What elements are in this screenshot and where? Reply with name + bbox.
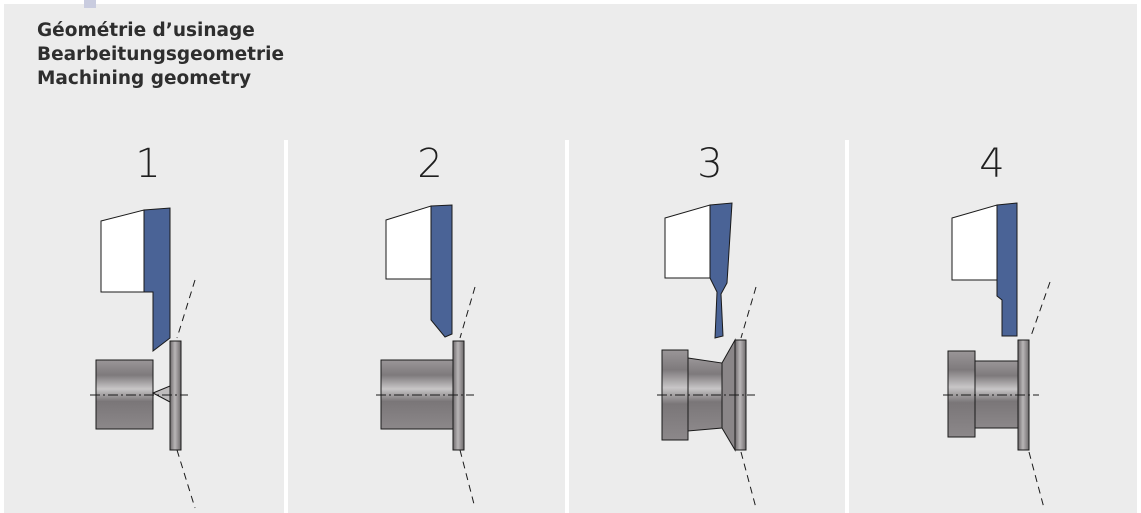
figure-titles: Géométrie d’usinage Bearbeitungsgeometri… xyxy=(37,19,284,91)
machining-illustration xyxy=(376,204,476,509)
step-number: 2 xyxy=(417,141,443,187)
title-german: Bearbeitungsgeometrie xyxy=(37,44,285,65)
tool-holder xyxy=(664,204,711,279)
machining-illustration xyxy=(657,202,757,509)
step-panel-1: 1 xyxy=(0,0,260,513)
panel-divider xyxy=(845,140,849,513)
step-panel-4: 4 xyxy=(845,0,1105,513)
machining-illustration xyxy=(943,202,1051,509)
cutting-insert xyxy=(996,202,1018,337)
panel-divider xyxy=(565,140,569,513)
title-english: Machining geometry xyxy=(37,68,252,89)
step-panel-2: 2 xyxy=(284,0,544,513)
tool-holder xyxy=(951,204,998,281)
step-panel-3: 3 xyxy=(565,0,825,513)
reference-lines xyxy=(90,279,196,509)
tool-holder xyxy=(100,209,145,293)
panel-divider xyxy=(284,140,288,513)
reference-lines xyxy=(376,286,476,509)
machining-illustration xyxy=(90,207,196,509)
step-number: 4 xyxy=(979,141,1005,187)
title-french: Géométrie d’usinage xyxy=(37,20,255,41)
step-number: 3 xyxy=(697,141,723,187)
step-number: 1 xyxy=(135,141,161,187)
reference-lines xyxy=(943,281,1051,509)
cutting-insert xyxy=(143,207,171,353)
accent-tab xyxy=(84,0,96,8)
tool-holder xyxy=(385,205,432,280)
reference-lines xyxy=(657,286,757,509)
cutting-insert xyxy=(430,204,453,338)
cutting-insert xyxy=(709,202,733,339)
